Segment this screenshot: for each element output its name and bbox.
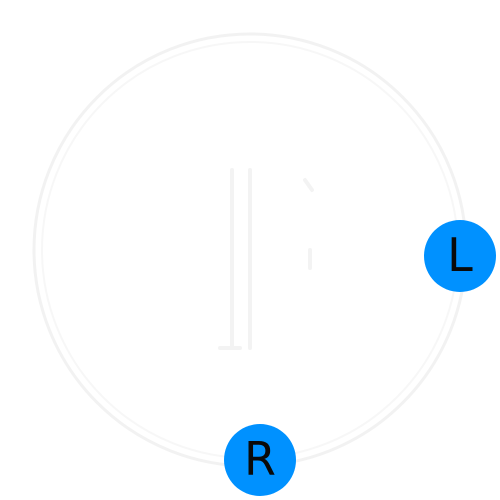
right-handle[interactable]: R [224,424,296,496]
left-handle[interactable]: L [424,220,496,292]
right-handle-label: R [244,432,276,486]
left-handle-label: L [447,228,473,282]
b-letter-icon [218,168,314,350]
